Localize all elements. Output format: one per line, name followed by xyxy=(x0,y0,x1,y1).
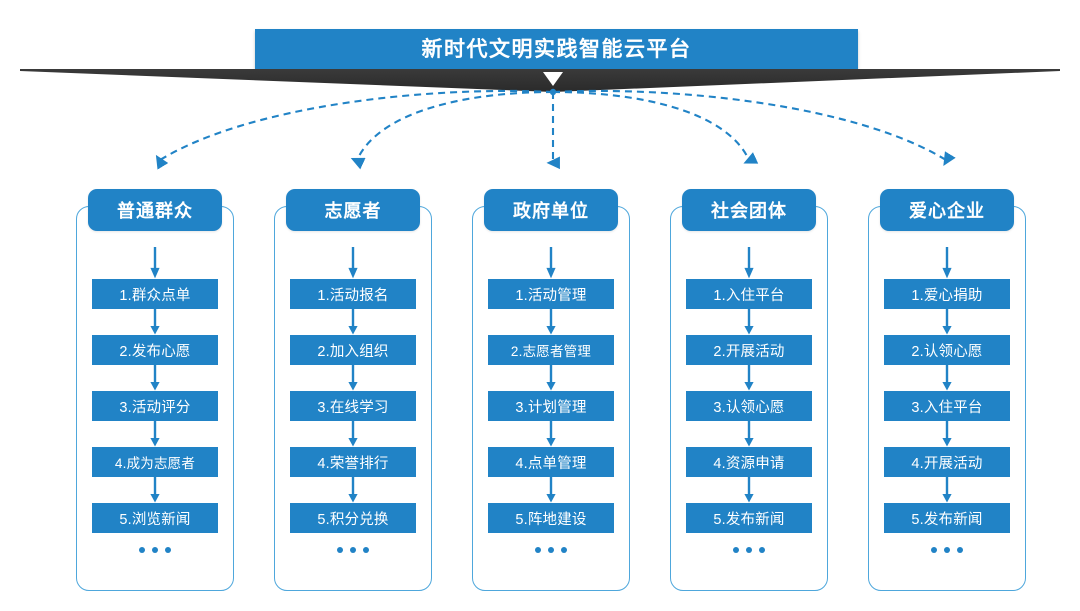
ellipsis-dot-icon xyxy=(759,547,765,553)
more-steps-ellipsis xyxy=(931,547,963,553)
connector-origin-node xyxy=(549,88,557,96)
step-arrow-icon xyxy=(942,477,952,503)
ellipsis-dot-icon xyxy=(944,547,950,553)
step-item[interactable]: 4.荣誉排行 xyxy=(290,447,416,477)
step-arrow-icon xyxy=(942,247,952,279)
ellipsis-dot-icon xyxy=(733,547,739,553)
step-arrow-icon xyxy=(744,247,754,279)
step-arrow-icon xyxy=(348,309,358,335)
step-arrow-icon xyxy=(744,309,754,335)
step-item[interactable]: 2.志愿者管理 xyxy=(488,335,614,365)
column-card-3[interactable]: 政府单位 1.活动管理 2.志愿者管理 3.计划管理 4.点单管理 5.阵地建设 xyxy=(472,189,630,591)
ellipsis-dot-icon xyxy=(152,547,158,553)
step-arrow-icon xyxy=(744,421,754,447)
step-item[interactable]: 1.活动报名 xyxy=(290,279,416,309)
step-item[interactable]: 4.成为志愿者 xyxy=(92,447,218,477)
column-header-2[interactable]: 志愿者 xyxy=(286,189,420,231)
step-arrow-icon xyxy=(942,365,952,391)
step-arrow-icon xyxy=(942,421,952,447)
banner-shadow-chevron xyxy=(20,69,1060,92)
platform-title: 新时代文明实践智能云平台 xyxy=(421,37,692,61)
step-list: 1.爱心捐助 2.认领心愿 3.入住平台 4.开展活动 5.发布新闻 xyxy=(869,247,1025,553)
ellipsis-dot-icon xyxy=(165,547,171,553)
ellipsis-dot-icon xyxy=(350,547,356,553)
step-item[interactable]: 5.浏览新闻 xyxy=(92,503,218,533)
column-header-1[interactable]: 普通群众 xyxy=(88,189,222,231)
arrow-to-column-1 xyxy=(155,89,554,170)
column-card-1[interactable]: 普通群众 1.群众点单 2.发布心愿 3.活动评分 4.成为志愿者 5.浏览新闻 xyxy=(76,189,234,591)
more-steps-ellipsis xyxy=(733,547,765,553)
step-arrow-icon xyxy=(744,477,754,503)
column-header-4[interactable]: 社会团体 xyxy=(682,189,816,231)
step-arrow-icon xyxy=(150,477,160,503)
column-card-2[interactable]: 志愿者 1.活动报名 2.加入组织 3.在线学习 4.荣誉排行 5.积分兑换 xyxy=(274,189,432,591)
arrow-to-column-2 xyxy=(350,90,554,170)
ellipsis-dot-icon xyxy=(957,547,963,553)
step-item[interactable]: 3.在线学习 xyxy=(290,391,416,421)
more-steps-ellipsis xyxy=(535,547,567,553)
ellipsis-dot-icon xyxy=(535,547,541,553)
step-list: 1.活动报名 2.加入组织 3.在线学习 4.荣誉排行 5.积分兑换 xyxy=(275,247,431,553)
step-arrow-icon xyxy=(150,365,160,391)
step-item[interactable]: 1.群众点单 xyxy=(92,279,218,309)
ellipsis-dot-icon xyxy=(337,547,343,553)
step-arrow-icon xyxy=(546,421,556,447)
step-arrow-icon xyxy=(348,365,358,391)
step-item[interactable]: 3.活动评分 xyxy=(92,391,218,421)
platform-banner: 新时代文明实践智能云平台 xyxy=(255,29,858,69)
ellipsis-dot-icon xyxy=(548,547,554,553)
step-arrow-icon xyxy=(348,477,358,503)
step-item[interactable]: 2.加入组织 xyxy=(290,335,416,365)
ellipsis-dot-icon xyxy=(746,547,752,553)
ellipsis-dot-icon xyxy=(139,547,145,553)
step-item[interactable]: 5.阵地建设 xyxy=(488,503,614,533)
step-arrow-icon xyxy=(546,247,556,279)
step-item[interactable]: 5.积分兑换 xyxy=(290,503,416,533)
step-list: 1.群众点单 2.发布心愿 3.活动评分 4.成为志愿者 5.浏览新闻 xyxy=(77,247,233,553)
step-arrow-icon xyxy=(546,365,556,391)
step-item[interactable]: 2.开展活动 xyxy=(686,335,812,365)
step-item[interactable]: 5.发布新闻 xyxy=(884,503,1010,533)
step-arrow-icon xyxy=(150,309,160,335)
step-item[interactable]: 5.发布新闻 xyxy=(686,503,812,533)
ellipsis-dot-icon xyxy=(561,547,567,553)
step-list: 1.入住平台 2.开展活动 3.认领心愿 4.资源申请 5.发布新闻 xyxy=(671,247,827,553)
step-item[interactable]: 1.入住平台 xyxy=(686,279,812,309)
step-list: 1.活动管理 2.志愿者管理 3.计划管理 4.点单管理 5.阵地建设 xyxy=(473,247,629,553)
step-arrow-icon xyxy=(942,309,952,335)
arrow-to-column-5 xyxy=(552,89,956,166)
column-card-4[interactable]: 社会团体 1.入住平台 2.开展活动 3.认领心愿 4.资源申请 5.发布新闻 xyxy=(670,189,828,591)
ellipsis-dot-icon xyxy=(363,547,369,553)
step-item[interactable]: 1.活动管理 xyxy=(488,279,614,309)
arrow-to-column-4 xyxy=(552,90,759,164)
more-steps-ellipsis xyxy=(139,547,171,553)
step-item[interactable]: 3.认领心愿 xyxy=(686,391,812,421)
more-steps-ellipsis xyxy=(337,547,369,553)
step-item[interactable]: 2.发布心愿 xyxy=(92,335,218,365)
step-item[interactable]: 3.入住平台 xyxy=(884,391,1010,421)
step-arrow-icon xyxy=(348,247,358,279)
step-item[interactable]: 1.爱心捐助 xyxy=(884,279,1010,309)
step-item[interactable]: 3.计划管理 xyxy=(488,391,614,421)
step-item[interactable]: 4.点单管理 xyxy=(488,447,614,477)
step-item[interactable]: 4.资源申请 xyxy=(686,447,812,477)
banner-bar: 新时代文明实践智能云平台 xyxy=(255,29,858,69)
step-arrow-icon xyxy=(546,477,556,503)
column-header-5[interactable]: 爱心企业 xyxy=(880,189,1014,231)
step-arrow-icon xyxy=(744,365,754,391)
step-arrow-icon xyxy=(150,247,160,279)
ellipsis-dot-icon xyxy=(931,547,937,553)
step-arrow-icon xyxy=(150,421,160,447)
step-item[interactable]: 2.认领心愿 xyxy=(884,335,1010,365)
step-arrow-icon xyxy=(348,421,358,447)
step-item[interactable]: 4.开展活动 xyxy=(884,447,1010,477)
column-header-3[interactable]: 政府单位 xyxy=(484,189,618,231)
column-card-5[interactable]: 爱心企业 1.爱心捐助 2.认领心愿 3.入住平台 4.开展活动 5.发布新闻 xyxy=(868,189,1026,591)
step-arrow-icon xyxy=(546,309,556,335)
